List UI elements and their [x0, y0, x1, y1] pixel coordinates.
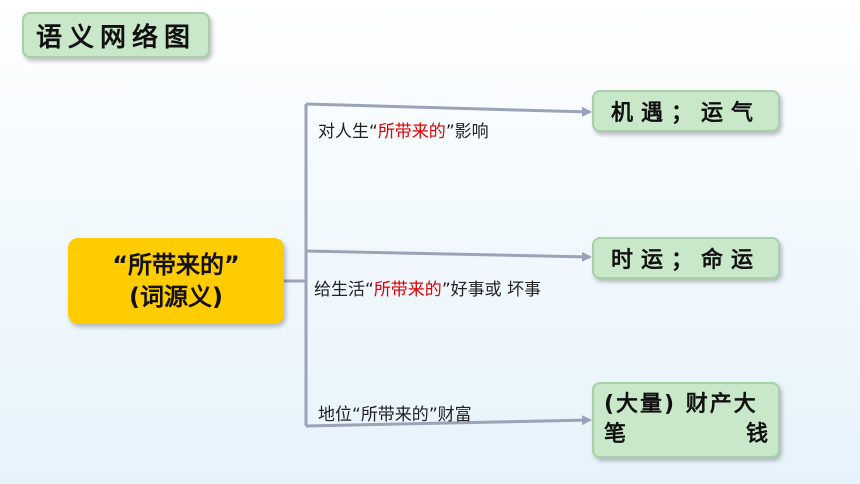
center-node-line2: (词源义)	[129, 283, 223, 311]
connector-branch-2	[305, 249, 592, 262]
target-node-3-line2: 笔 钱	[604, 422, 768, 447]
branch-label-1-highlight: 所带来的	[377, 122, 446, 142]
page-title: 语义网络图	[22, 12, 210, 58]
center-node-line1: “所带来的”	[112, 251, 240, 279]
target-node-1: 机遇；运气	[592, 90, 780, 132]
branch-label-3: 地位“所带来的”财富	[318, 405, 472, 425]
branch-label-2-highlight: 所带来的	[373, 280, 442, 300]
target-node-3-line1: (大量) 财产大	[604, 392, 758, 417]
connector-branch-1	[305, 102, 592, 117]
target-node-3: (大量) 财产大 笔 钱	[592, 382, 780, 458]
center-node: “所带来的” (词源义)	[68, 238, 284, 324]
target-node-2: 时运；命运	[592, 237, 780, 279]
branch-label-3-highlight: 所带来的	[360, 405, 429, 425]
branch-label-1: 对人生“所带来的”影响	[318, 122, 489, 142]
branch-label-2: 给生活“所带来的”好事或 坏事	[314, 280, 542, 300]
connector-branch-3	[305, 415, 592, 428]
